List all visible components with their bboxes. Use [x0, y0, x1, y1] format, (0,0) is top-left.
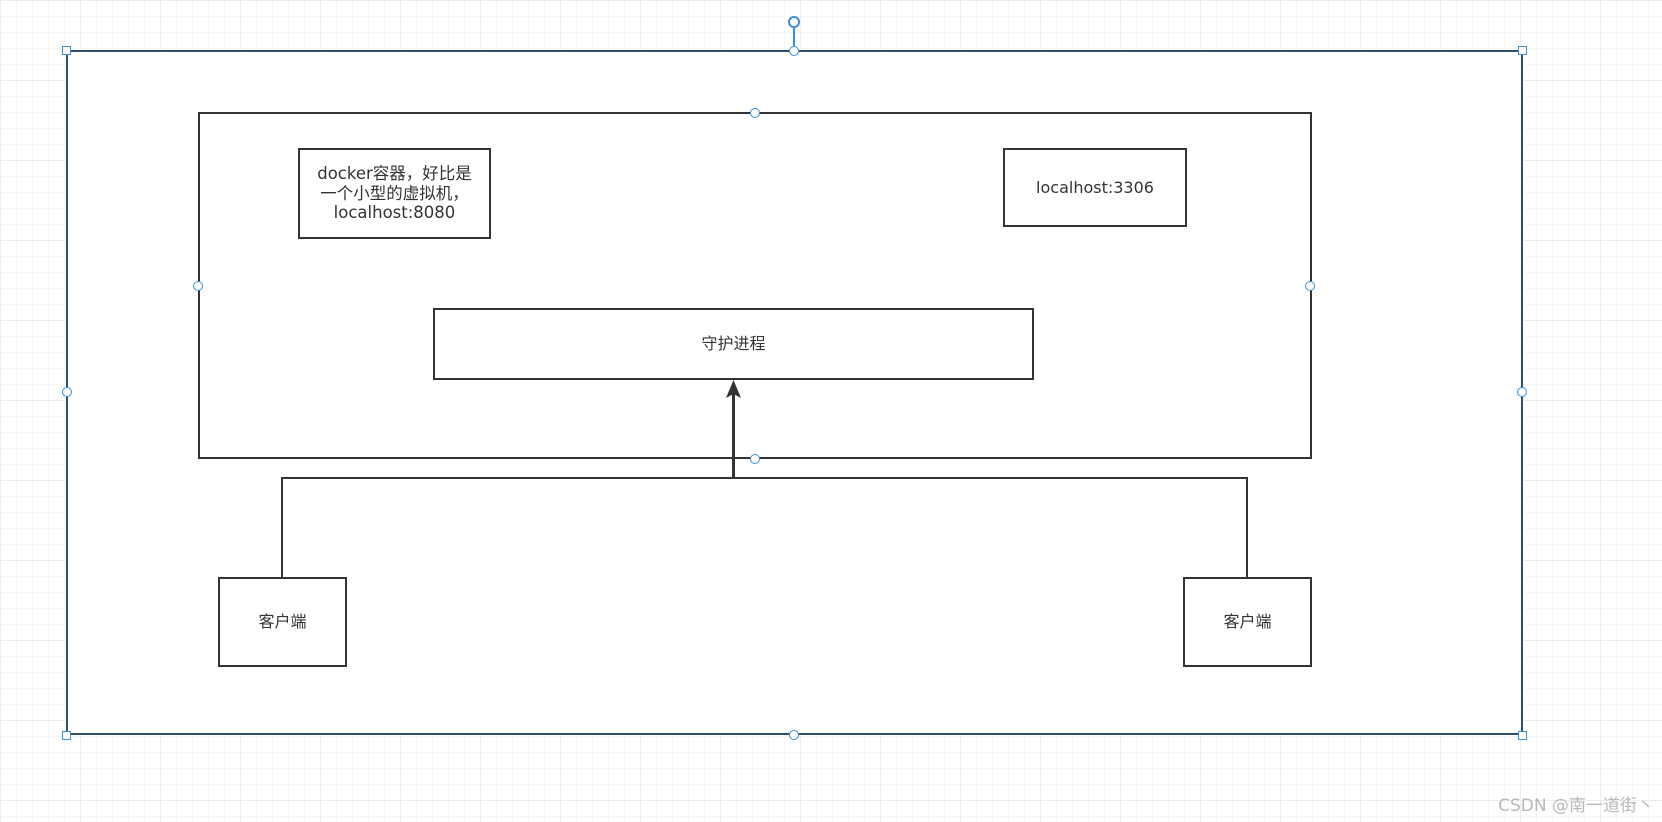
- port-box[interactable]: localhost:3306: [1003, 148, 1187, 227]
- connector-left-vertical: [281, 477, 283, 578]
- port-box-label: localhost:3306: [1036, 177, 1154, 197]
- rotate-handle-stem: [793, 28, 795, 50]
- client-right-label: 客户端: [1223, 612, 1272, 632]
- client-left-box[interactable]: 客户端: [218, 577, 347, 667]
- connection-point-right[interactable]: [1517, 387, 1527, 397]
- rotate-handle[interactable]: [788, 16, 800, 28]
- host-connection-point-top[interactable]: [750, 108, 760, 118]
- connection-point-bottom[interactable]: [789, 730, 799, 740]
- host-connection-point-bottom[interactable]: [750, 454, 760, 464]
- host-connection-point-left[interactable]: [193, 281, 203, 291]
- connector-right-vertical: [1246, 477, 1248, 578]
- client-left-label: 客户端: [258, 612, 307, 632]
- resize-handle-top-left[interactable]: [62, 46, 71, 55]
- connection-point-top[interactable]: [789, 46, 799, 56]
- resize-handle-bottom-left[interactable]: [62, 731, 71, 740]
- resize-handle-top-right[interactable]: [1518, 46, 1527, 55]
- container-box-label: docker容器，好比是 一个小型的虚拟机， localhost:8080: [317, 163, 472, 223]
- client-right-box[interactable]: 客户端: [1183, 577, 1312, 667]
- daemon-box-label: 守护进程: [701, 334, 766, 354]
- daemon-box[interactable]: 守护进程: [433, 308, 1034, 380]
- resize-handle-bottom-right[interactable]: [1518, 731, 1527, 740]
- connector-horizontal: [281, 477, 1248, 479]
- host-connection-point-right[interactable]: [1305, 281, 1315, 291]
- container-box[interactable]: docker容器，好比是 一个小型的虚拟机， localhost:8080: [298, 148, 491, 239]
- arrow-head-icon: [726, 380, 741, 398]
- watermark: CSDN @南一道街丶: [1498, 796, 1654, 816]
- connection-point-left[interactable]: [62, 387, 72, 397]
- connector-arrow-shaft: [732, 394, 735, 479]
